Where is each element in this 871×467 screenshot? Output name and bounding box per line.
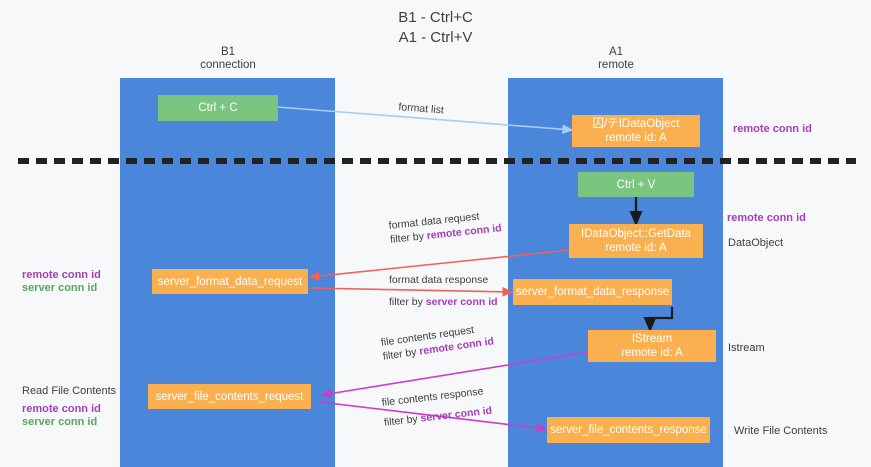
edge-label-file-contents-response: file contents response filter by server … bbox=[381, 384, 493, 430]
left-label-server-conn-id-bottom: server conn id bbox=[22, 415, 97, 429]
node-istream-line1: IStream bbox=[631, 333, 673, 345]
node-server-format-data-response-label: server_format_data_response bbox=[515, 286, 670, 298]
left-label-read-file-contents: Read File Contents bbox=[22, 384, 116, 398]
left-label-remote-conn-id-mid: remote conn id bbox=[22, 268, 101, 282]
filter-by-prefix-3: filter by bbox=[382, 345, 421, 363]
title-text: B1 - Ctrl+C A1 - Ctrl+V bbox=[398, 9, 473, 46]
filter-by-prefix-4: filter by bbox=[383, 412, 422, 429]
node-server-file-contents-response-label: server_file_contents_response bbox=[550, 424, 707, 436]
edge-label-format-list: format list bbox=[398, 100, 444, 118]
edge-label-format-data-request: format data request filter by remote con… bbox=[388, 207, 502, 247]
server-conn-id-highlight-2: server conn id bbox=[419, 404, 493, 425]
node-getdata-line2: remote id: A bbox=[605, 242, 667, 254]
node-idataobject[interactable]: 囚/テIDataObject remote id: A bbox=[572, 115, 700, 147]
node-getdata[interactable]: IDataObject::GetData remote id: A bbox=[569, 224, 703, 258]
node-istream[interactable]: IStream remote id: A bbox=[588, 330, 716, 362]
right-label-dataobject-text: DataObject bbox=[728, 237, 784, 249]
node-server-file-contents-response[interactable]: server_file_contents_response bbox=[547, 417, 710, 443]
left-label-server-conn-id-bottom-text: server conn id bbox=[22, 416, 98, 428]
edge-label-format-data-response: format data response filter by server co… bbox=[389, 273, 498, 309]
left-label-remote-conn-id-bottom-text: remote conn id bbox=[22, 403, 101, 415]
right-label-remote-conn-id-top-text: remote conn id bbox=[733, 123, 812, 135]
node-ctrl-c[interactable]: Ctrl + C bbox=[158, 95, 278, 121]
right-label-remote-conn-id-mid-text: remote conn id bbox=[727, 212, 806, 224]
edge-label-file-contents-request: file contents request filter by remote c… bbox=[380, 320, 495, 363]
right-label-write-file-contents-text: Write File Contents bbox=[734, 425, 828, 437]
lane-header-b1: B1 connection bbox=[200, 46, 256, 71]
diagram-title: B1 B1 - Ctrl+C A1 - Ctrl+V bbox=[0, 8, 871, 48]
right-label-remote-conn-id-top: remote conn id bbox=[733, 122, 812, 136]
filter-by-prefix-2: filter by bbox=[389, 296, 426, 308]
right-label-istream: Istream bbox=[728, 341, 765, 355]
node-ctrl-c-label: Ctrl + C bbox=[198, 102, 238, 114]
node-getdata-line1: IDataObject::GetData bbox=[581, 228, 691, 240]
node-ctrl-v-label: Ctrl + V bbox=[616, 178, 656, 191]
right-label-remote-conn-id-mid: remote conn id bbox=[727, 211, 806, 225]
filter-by-prefix: filter by bbox=[389, 230, 428, 246]
left-label-server-conn-id-mid: server conn id bbox=[22, 281, 97, 295]
server-conn-id-highlight: server conn id bbox=[425, 296, 498, 308]
node-istream-line2: remote id: A bbox=[621, 347, 683, 359]
section-divider-dashed bbox=[18, 158, 856, 164]
edge-label-format-data-response-line2: filter by server conn id bbox=[389, 295, 498, 309]
edge-label-format-list-text: format list bbox=[397, 100, 445, 117]
node-idataobject-line1: 囚/テIDataObject bbox=[592, 118, 680, 130]
node-ctrl-v[interactable]: Ctrl + V bbox=[578, 172, 694, 197]
node-server-file-contents-request[interactable]: server_file_contents_request bbox=[148, 384, 311, 409]
node-server-file-contents-request-label: server_file_contents_request bbox=[155, 390, 304, 403]
left-label-server-conn-id-mid-text: server conn id bbox=[22, 282, 98, 294]
edge-label-format-data-response-line1: format data response bbox=[389, 274, 489, 286]
left-label-remote-conn-id-mid-text: remote conn id bbox=[22, 269, 101, 281]
node-idataobject-line2: remote id: A bbox=[605, 132, 667, 144]
right-label-write-file-contents: Write File Contents bbox=[734, 424, 827, 438]
lane-header-a1: A1 remote bbox=[598, 46, 634, 71]
node-server-format-data-request-label: server_format_data_request bbox=[157, 275, 303, 288]
node-server-format-data-response[interactable]: server_format_data_response bbox=[513, 279, 672, 305]
left-label-remote-conn-id-bottom: remote conn id bbox=[22, 402, 101, 416]
left-label-read-file-contents-text: Read File Contents bbox=[22, 385, 117, 397]
node-server-format-data-request[interactable]: server_format_data_request bbox=[152, 269, 308, 294]
right-label-istream-text: Istream bbox=[728, 342, 765, 354]
right-label-dataobject: DataObject bbox=[728, 236, 783, 250]
